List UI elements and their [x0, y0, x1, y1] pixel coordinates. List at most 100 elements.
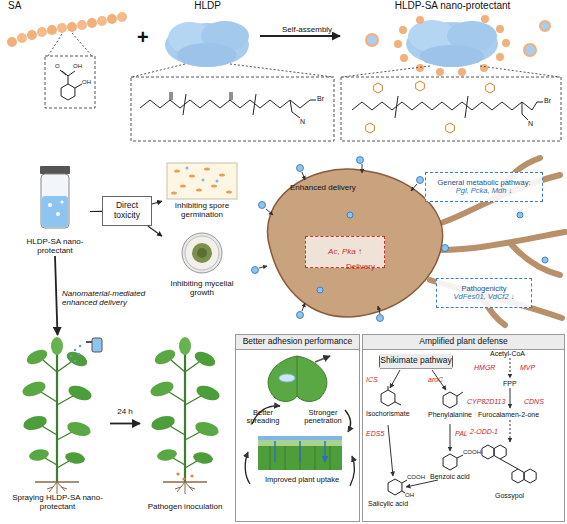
- pathway-arrows: [510, 420, 511, 442]
- nanoparticle: [517, 212, 523, 218]
- sa-chain: [27, 30, 37, 40]
- petri-dish: [192, 243, 212, 263]
- spore-outline: [267, 169, 442, 317]
- sa-chain: [77, 20, 87, 30]
- metabolite-label: Gossypol: [495, 492, 524, 500]
- pathway-structures: [443, 392, 457, 408]
- node-text: Delivery: [346, 263, 375, 272]
- vial-node: HLDP-SA nano-protectant: [20, 168, 90, 256]
- node-text: Inhibiting mycelial growth: [162, 280, 242, 298]
- entry-arrow: [302, 303, 305, 311]
- gene-box: General metabolic pathway:Pgl, Pcka, Mdh…: [425, 172, 543, 202]
- vial: [61, 201, 64, 204]
- spore-plate: [216, 180, 219, 183]
- spore-cell: Enhanced deliveryDelivery Ac, Pka ↑: [250, 158, 450, 323]
- vial: [42, 196, 68, 227]
- pathway-box: Shikimate pathway: [379, 354, 453, 369]
- spore-plate: [167, 163, 237, 199]
- nanoparticle: [442, 245, 449, 252]
- pathway-structures: [381, 390, 395, 406]
- nanoparticle: [252, 157, 549, 322]
- pathway-structures: [457, 455, 463, 458]
- nano-protectant-cloud: [395, 96, 543, 120]
- cotton-plant: [149, 337, 222, 494]
- connector-arrow: [55, 256, 58, 335]
- atom-label: N: [300, 118, 305, 126]
- nano-protectant-cloud: [374, 83, 383, 93]
- nano-protectant-cloud: [416, 16, 424, 24]
- nano-protectant-cloud: [399, 26, 407, 34]
- node-text: HLDP: [194, 0, 221, 11]
- assay-node: Inhibiting spore germination: [162, 160, 242, 220]
- hldp-cloud: [140, 100, 310, 108]
- atom-label: Br: [544, 97, 551, 105]
- spore-plate: [186, 167, 189, 170]
- vial: [56, 212, 60, 216]
- node-text: General metabolic pathway:: [438, 179, 531, 187]
- sa-chain: [67, 22, 77, 32]
- pathway-structures: [388, 386, 401, 405]
- hldp-cloud: [170, 92, 316, 118]
- nano-protectant-cloud: [352, 102, 537, 110]
- spore-plate: [211, 184, 217, 187]
- leaf-adhesion: [275, 441, 325, 462]
- nano-protectant-cloud: [481, 15, 489, 23]
- sa-chain: [117, 12, 127, 22]
- effect-label: Stronger penetration: [298, 409, 348, 426]
- edge-label: 24 h: [110, 408, 140, 417]
- node-text: Shikimate pathway: [380, 354, 452, 369]
- plant-node: Spraying HLDP-SA nano-protectant: [5, 335, 110, 512]
- sa-chain: [48, 33, 92, 56]
- metabolite-label: Isochorismate: [366, 410, 410, 418]
- node-detail: VdFes01, VdCf2 ↓: [454, 293, 515, 301]
- node-text: Spraying HLDP-SA nano-protectant: [5, 494, 110, 512]
- effect-label: Improved plant uptake: [262, 476, 342, 484]
- nano-protectant-cloud: [502, 39, 510, 47]
- leaf-adhesion: [279, 374, 295, 382]
- nano-protectant-cloud: [540, 21, 550, 31]
- effect-label: Better spreading: [240, 409, 286, 426]
- nano-protectant-cloud: [496, 25, 504, 33]
- leaf-adhesion: [258, 436, 342, 440]
- spore-plate: [226, 190, 232, 193]
- pathway-arrows: [450, 424, 451, 451]
- vial: [40, 166, 70, 228]
- sa-chain: [7, 12, 127, 108]
- node-detail: Ac, Pka ↑: [328, 248, 362, 257]
- pathway-structures: [457, 392, 463, 396]
- spore-plate: [174, 169, 180, 172]
- sa-chain: [107, 14, 117, 24]
- nanoparticle-node: HLDP-SA nano-protectant: [340, 0, 565, 72]
- atom-label: COOH: [407, 474, 425, 481]
- connector-arrow: [260, 35, 340, 37]
- node-text: Inhibiting spore germination: [162, 202, 242, 220]
- sa-chain: [87, 18, 97, 28]
- gene-box: PathogenicityVdFes01, VdCf2 ↓: [436, 278, 532, 308]
- sa-chain: [45, 56, 95, 108]
- leaf-adhesion: [245, 452, 250, 484]
- node-text: Enhanced delivery: [290, 184, 356, 193]
- petri-dish: [185, 236, 219, 270]
- pathway-structures: [494, 445, 506, 459]
- nano-protectant-cloud: [420, 45, 484, 67]
- nano-protectant-cloud: [480, 64, 488, 72]
- metabolite-label: Phenylalanine: [428, 411, 472, 419]
- node-text: Amplified plant defense: [363, 335, 564, 350]
- pathway-arrows: [388, 358, 510, 487]
- pathway-arrows: [510, 358, 511, 378]
- nanoparticle: [252, 267, 259, 274]
- nanoparticle: [297, 165, 304, 172]
- nano-protectant-cloud: [416, 81, 425, 91]
- enzyme-label: aroC: [428, 376, 443, 384]
- node-detail: Pgl, Pcka, Mdh ↓: [456, 187, 512, 195]
- panel-box: Amplified plant defenseShikimate pathway: [362, 334, 565, 522]
- sprayer: [70, 338, 102, 362]
- hldp-cloud: [132, 64, 333, 77]
- sa-chain: [47, 25, 57, 35]
- pathway-structures: [500, 459, 518, 469]
- enzyme-label: HMGR: [474, 364, 495, 372]
- node-text: HLDP-SA nano-protectant: [395, 0, 511, 11]
- metabolite-label: Benzoic acid: [430, 473, 470, 481]
- hyphae: [510, 243, 560, 275]
